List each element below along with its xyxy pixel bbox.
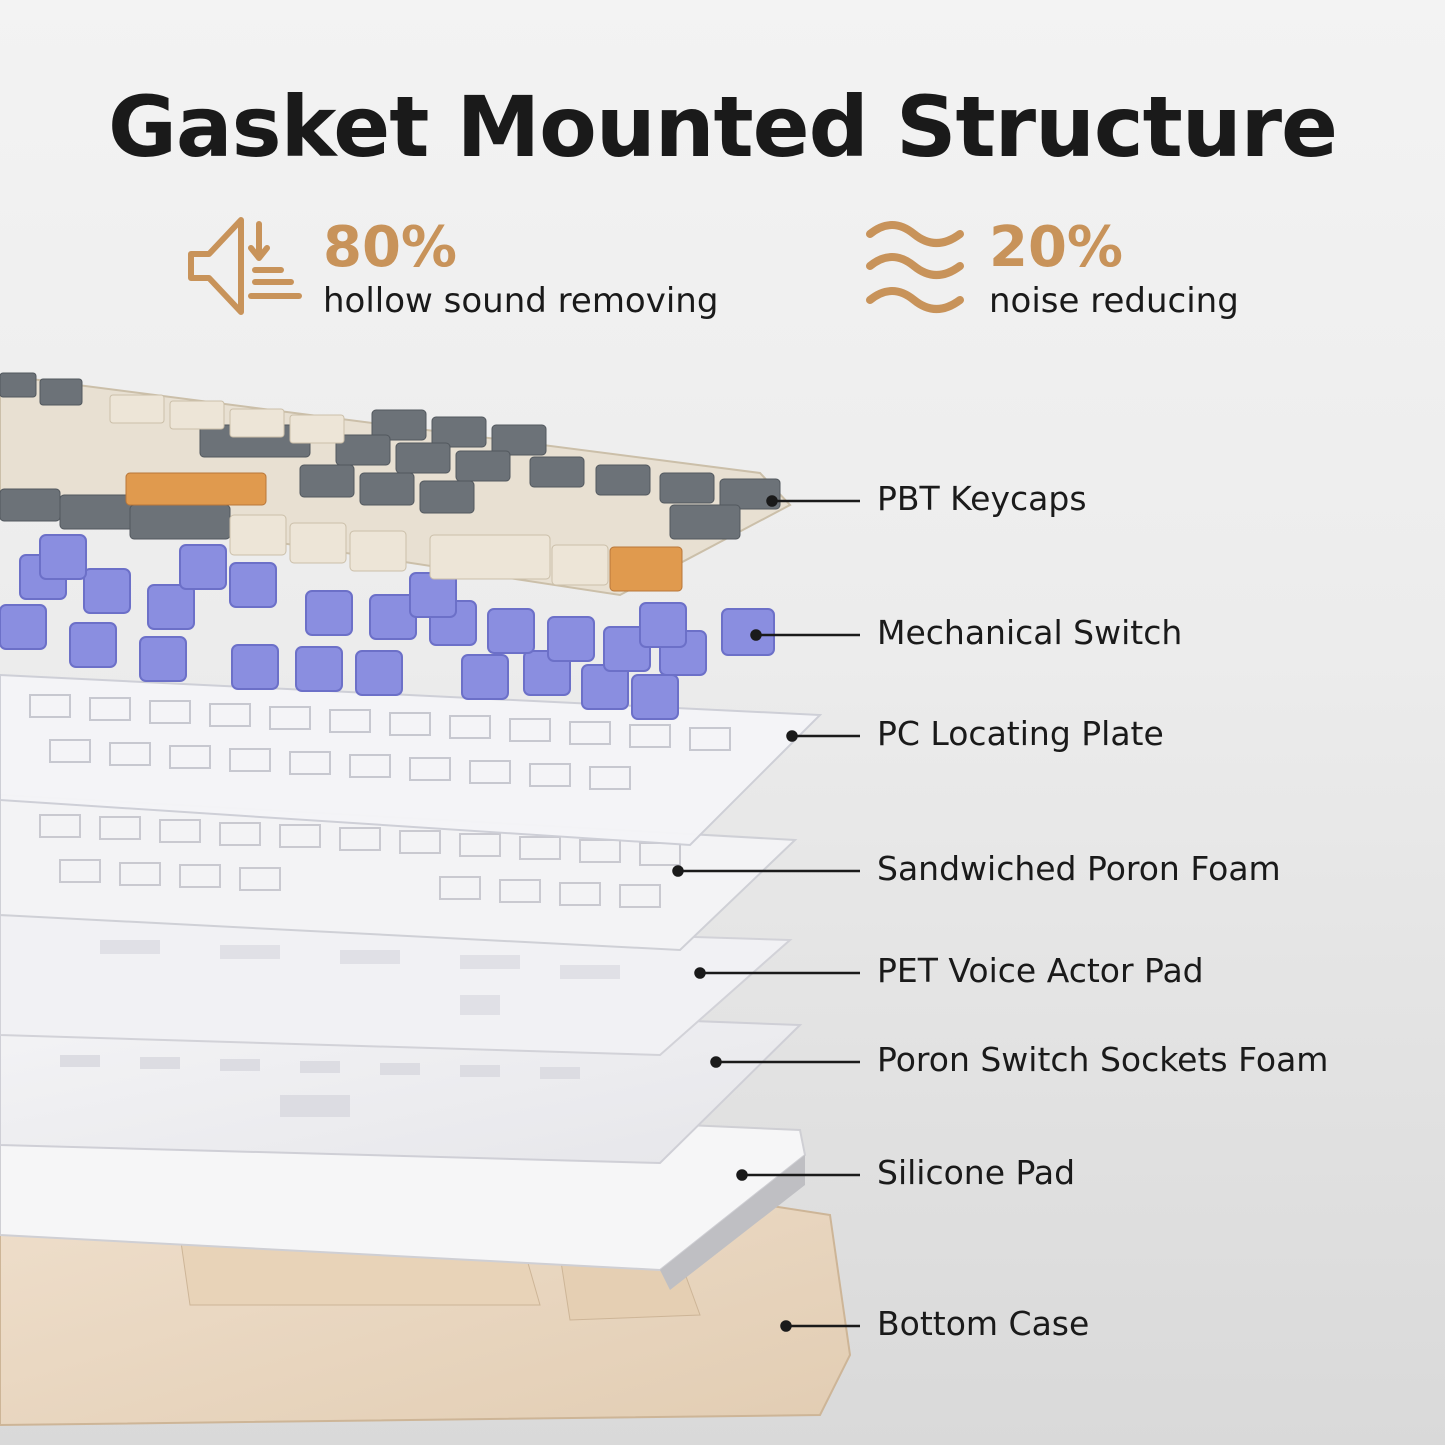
- mechanical-switch-layer: [0, 534, 775, 720]
- page-title: Gasket Mounted Structure: [107, 78, 1338, 176]
- noise-label: noise reducing: [989, 281, 1239, 321]
- pbt-keycaps-layer: [0, 372, 792, 597]
- noise-value: 20%: [989, 215, 1124, 280]
- hollow-sound-value: 80%: [323, 215, 458, 280]
- pet-voice-actor-pad-layer: [0, 913, 793, 1057]
- label-sandwiched-poron-foam: Sandwiched Poron Foam: [877, 849, 1281, 888]
- wave-icon: [866, 221, 964, 313]
- label-poron-switch-sockets-foam: Poron Switch Sockets Foam: [877, 1040, 1329, 1079]
- label-mechanical-switch: Mechanical Switch: [877, 613, 1183, 652]
- label-silicone-pad: Silicone Pad: [877, 1153, 1076, 1192]
- speaker-sound-down-icon: [188, 217, 302, 315]
- hollow-sound-label: hollow sound removing: [323, 281, 719, 321]
- label-pet-voice-actor-pad: PET Voice Actor Pad: [877, 951, 1204, 990]
- label-pc-locating-plate: PC Locating Plate: [877, 714, 1164, 753]
- exploded-keyboard-illustration: [0, 372, 860, 1427]
- pc-locating-plate-layer: [0, 673, 823, 847]
- label-bottom-case: Bottom Case: [877, 1304, 1090, 1343]
- leader-lines: [672, 495, 860, 1332]
- label-pbt-keycaps: PBT Keycaps: [877, 479, 1087, 518]
